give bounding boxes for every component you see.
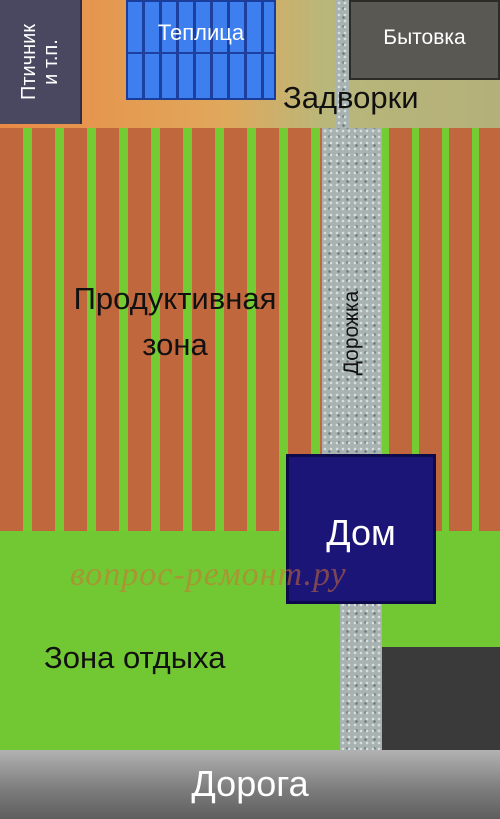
rest-zone-label: Зона отдыха: [44, 640, 226, 675]
bird-shed-zone: Птичник и т.п.: [0, 0, 82, 124]
path-label: Дорожка: [340, 290, 363, 376]
cabin-zone: Бытовка: [349, 0, 500, 80]
house-label: Дом: [326, 512, 396, 553]
bird-shed-label: Птичник и т.п.: [18, 23, 62, 101]
productive-zone-label: Продуктивная зона: [73, 281, 277, 362]
cabin-label: Бытовка: [383, 26, 466, 49]
house: Дом: [286, 454, 436, 604]
backyard-label: Задворки: [283, 80, 419, 115]
watermark: вопрос-ремонт.ру: [70, 556, 347, 593]
greenhouse-label: Теплица: [157, 20, 245, 45]
road-label: Дорога: [191, 763, 309, 804]
road: Дорога: [0, 750, 500, 819]
path-upper-segment: [336, 0, 349, 128]
productive-beds-left: [0, 128, 340, 531]
rest-zone-left: [0, 531, 340, 750]
greenhouse-zone: Теплица: [126, 0, 276, 100]
